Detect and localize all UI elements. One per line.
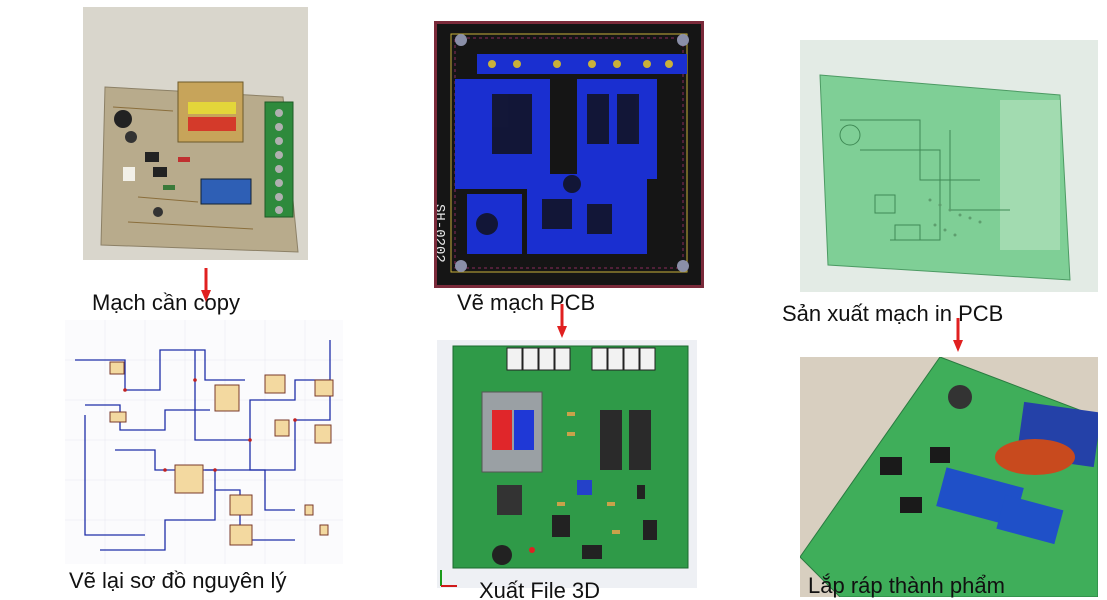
original-board-photo [83,7,308,260]
pcb-layout-drawing: SH-0202 [434,21,704,288]
pcb-3d-render [437,340,697,588]
caption-schematic: Vẽ lại sơ đồ nguyên lý [69,568,287,593]
caption-pcb-layout: Vẽ mạch PCB [457,290,596,315]
caption-assembly: Lắp ráp thành phẩm [808,573,1005,598]
caption-export-3d: Xuất File 3D [479,578,601,600]
manufactured-pcb-photo [800,40,1098,292]
pcb-model-label: SH-0202 [434,204,447,263]
arrow-down-icon [201,268,211,302]
caption-original-board: Mạch cần copy [92,290,240,315]
assembled-product-photo [800,357,1098,597]
arrow-down-icon [953,318,963,352]
schematic-drawing [65,320,343,564]
caption-pcb-manufacture: Sản xuất mạch in PCB [782,301,1004,326]
arrow-down-icon [557,304,567,338]
